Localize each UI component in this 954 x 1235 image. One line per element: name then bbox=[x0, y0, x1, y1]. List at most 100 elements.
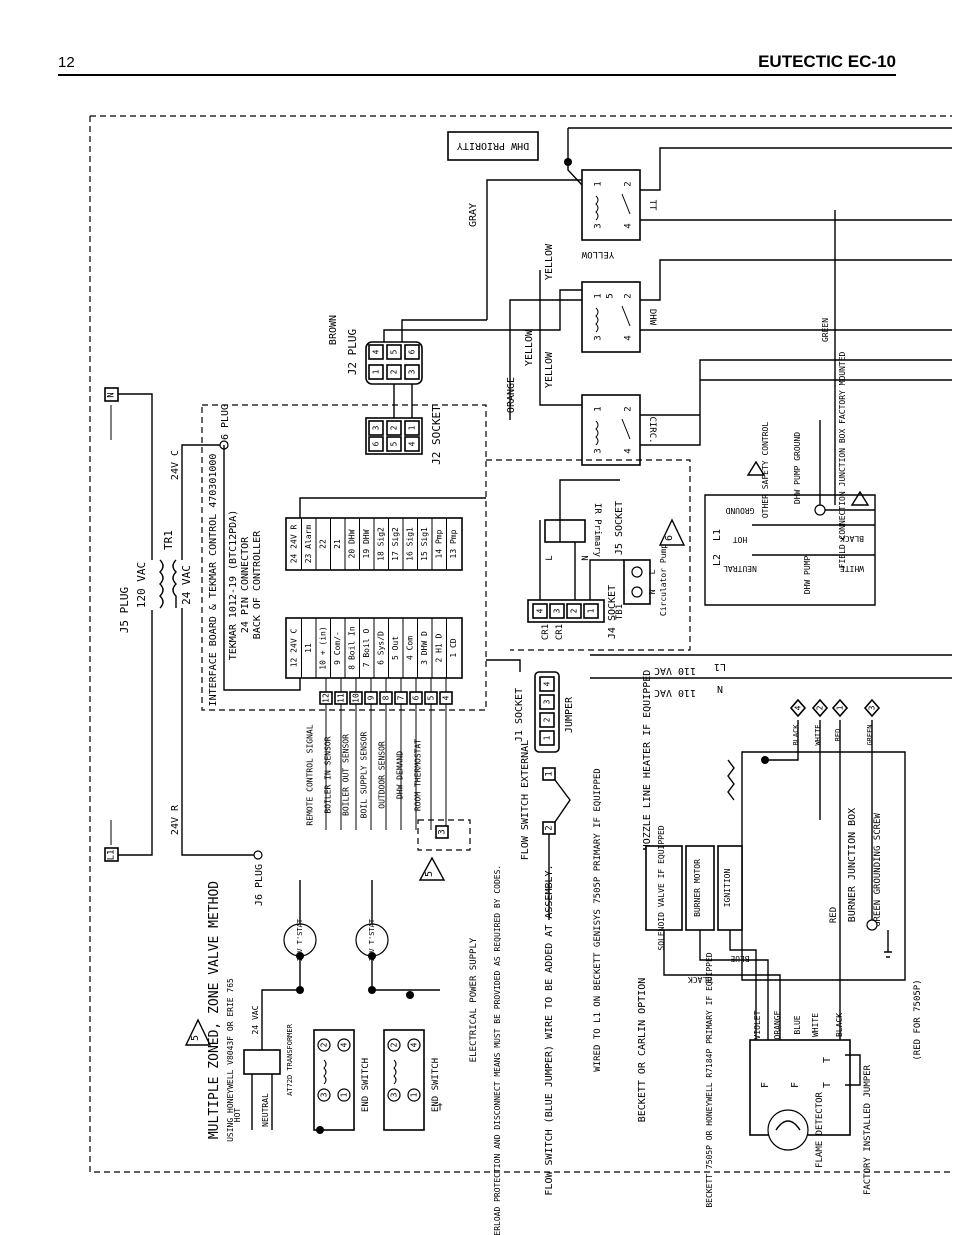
zone-junction-6 bbox=[406, 991, 414, 999]
right-terminal-label: 21 bbox=[333, 539, 342, 549]
gray-label: GRAY bbox=[468, 203, 479, 227]
primary-coil bbox=[159, 559, 164, 609]
flame-detector bbox=[767, 1109, 809, 1151]
burner-diamond bbox=[863, 698, 881, 718]
flame-label: FLAME DETECTOR bbox=[815, 1091, 825, 1167]
zone-junction-2 bbox=[368, 986, 376, 994]
cr1-label-1: CR1 bbox=[541, 624, 551, 640]
j6-pin bbox=[253, 850, 263, 860]
relay-coil bbox=[595, 420, 599, 446]
back-label: BACK OF CONTROLLER bbox=[252, 530, 263, 639]
right-terminal-label: 23 Alarm bbox=[304, 525, 313, 564]
field-junction-box: FIELD CONNECTION JUNCTION BOX FACTORY MO… bbox=[704, 210, 876, 606]
burner-black-label-2: BLACK bbox=[835, 1013, 844, 1037]
zone-pin-number: 2 bbox=[390, 1042, 399, 1047]
end-switch-2-label: END SWITCH bbox=[431, 1058, 441, 1112]
grounding-label: GREEN GROUNDING SCREW bbox=[873, 813, 883, 927]
motor-label: BURNER MOTOR bbox=[693, 859, 702, 917]
j4-pin-number: 4 bbox=[536, 608, 545, 613]
flow-switch-note: FLOW SWITCH (BLUE JUMPER) WIRE TO BE ADD… bbox=[544, 864, 555, 1195]
j1-socket-label: J1 SOCKET bbox=[514, 688, 525, 742]
burner-orange-label: ORANGE bbox=[773, 1010, 782, 1039]
ignition-label: IGNITION bbox=[723, 869, 732, 908]
zone-coil bbox=[323, 1059, 327, 1085]
wired-l1-label: WIRED TO L1 ON BECKETT GENISYS 7505P PRI… bbox=[593, 768, 603, 1071]
j2-plug-pin bbox=[368, 344, 384, 360]
zone-dashed-box bbox=[417, 819, 471, 851]
flame-detector-symbol bbox=[775, 1120, 801, 1131]
warning-5: 5 bbox=[190, 1035, 201, 1041]
elec-power-note: ELECTRICAL POWER SUPPLY bbox=[469, 937, 479, 1062]
secondary-coil bbox=[172, 559, 177, 608]
right-terminal-label: 16 Sig1 bbox=[406, 527, 415, 561]
j1-pin-number: 1 bbox=[543, 735, 552, 740]
warning-triangles-field bbox=[746, 460, 870, 506]
relay-pin-number: 1 bbox=[594, 293, 604, 298]
transformer-label: AT72D TRANSFORMER bbox=[286, 1023, 294, 1095]
junction-box-outline bbox=[704, 494, 876, 606]
relay-tt-label: TT bbox=[647, 200, 657, 211]
relay-pin-number: 1 bbox=[594, 181, 604, 186]
relay-pin-number: 4 bbox=[624, 335, 634, 340]
other-safety-label: OTHER SAFETY CONTROL bbox=[761, 422, 770, 519]
sensor-label: REMOTE CONTROL SIGNAL bbox=[306, 724, 315, 825]
circulator-wires bbox=[539, 479, 624, 600]
zone-heading: MULTIPLE ZONED, ZONE VALVE METHOD bbox=[207, 881, 222, 1139]
j2-socket-label: J2 SOCKET bbox=[430, 405, 443, 465]
tstat-1-label: 24V T'STAT bbox=[296, 918, 304, 961]
ground-symbol bbox=[884, 930, 892, 958]
relay-tt bbox=[581, 169, 641, 241]
header-rule bbox=[58, 74, 896, 76]
burner-white-label-2: WHITE bbox=[811, 1013, 820, 1037]
left-terminal-label: 10 + (in) bbox=[319, 626, 328, 669]
sensor-label: DHW DEMAND bbox=[396, 751, 405, 799]
terminal-block-number: 5 bbox=[427, 695, 436, 700]
r24-label: 24V R bbox=[170, 804, 181, 835]
blue-wire-label: BLUE bbox=[730, 954, 749, 963]
t-terminal-2: T bbox=[822, 1082, 833, 1088]
terminal-block-number: 9 bbox=[367, 695, 376, 700]
factory-jumper bbox=[845, 1054, 861, 1086]
overload-note: OVERLOAD PROTECTION AND DISCONNECT MEANS… bbox=[493, 865, 502, 1235]
circulator-label: Circulator Pump bbox=[659, 544, 668, 616]
relay-pin-number: 2 bbox=[624, 406, 634, 411]
field-l2-label: L2 bbox=[712, 554, 723, 566]
j2-wires bbox=[383, 319, 487, 418]
relay-circ-label: CIRC. bbox=[647, 416, 657, 443]
j2-socket-pin bbox=[386, 436, 402, 452]
relay-pin-number: 1 bbox=[594, 406, 604, 411]
tb1-l bbox=[631, 566, 643, 578]
priority-junction bbox=[564, 158, 572, 166]
dhw-pump-label: DHW PUMP bbox=[803, 556, 812, 595]
left-terminal-label: 11 bbox=[304, 643, 313, 653]
hot-label: HOT bbox=[733, 535, 748, 544]
transformer-at72d bbox=[243, 1049, 281, 1075]
burner-junction-label: BURNER JUNCTION BOX bbox=[847, 808, 858, 922]
j1-pin-number: 3 bbox=[543, 699, 552, 704]
beckett-label: BECKETT 7505P OR HONEYWELL R7184P PRIMAR… bbox=[705, 952, 714, 1207]
zone-pin bbox=[387, 1088, 401, 1102]
right-terminal-label: 24 24V R bbox=[290, 525, 299, 564]
vac110-l1-label: 110 VAC bbox=[654, 665, 696, 676]
relay-pin-number: 4 bbox=[624, 223, 634, 228]
j2-plug-pin bbox=[404, 364, 420, 380]
yellow-label-1: YELLOW bbox=[544, 243, 555, 280]
zone-pin bbox=[407, 1038, 421, 1052]
dhw-priority-label: DHW PRIORITY bbox=[457, 140, 529, 151]
j5-plug-label: J5 PLUG bbox=[118, 587, 131, 633]
terminal-block-number: 4 bbox=[442, 695, 451, 700]
j2-plug-pin-number: 2 bbox=[390, 369, 399, 374]
document-title: EUTECTIC EC-10 bbox=[758, 52, 896, 71]
burner-diamond-number: 3 bbox=[868, 705, 877, 710]
left-terminal-label: 5 Out bbox=[391, 636, 400, 660]
burner-black-label: BLACK bbox=[792, 724, 800, 746]
j1-pin bbox=[539, 676, 555, 692]
right-terminal-label: 22 bbox=[319, 539, 328, 549]
left-terminal-label: 4 Com bbox=[406, 636, 415, 660]
relay-pin-number: 4 bbox=[624, 448, 634, 453]
